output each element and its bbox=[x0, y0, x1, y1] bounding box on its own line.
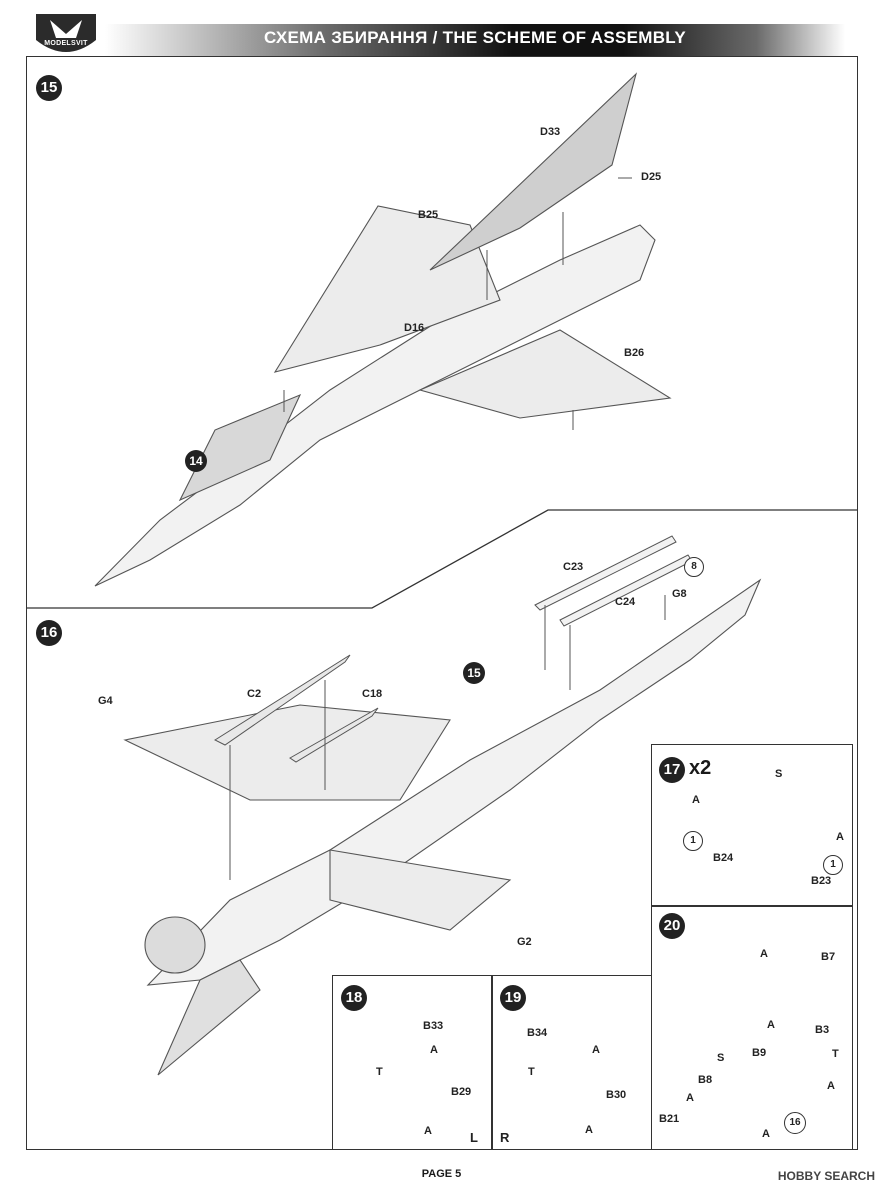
step-number: 20 bbox=[659, 913, 685, 939]
glue-mark: A bbox=[836, 831, 844, 843]
part-label: B29 bbox=[451, 1086, 472, 1098]
step-number: 17 bbox=[659, 757, 685, 783]
part-label: D25 bbox=[641, 171, 662, 183]
part-label: C18 bbox=[362, 688, 383, 700]
side-indicator: R bbox=[500, 1130, 510, 1145]
glue-mark: A bbox=[762, 1128, 770, 1140]
part-label: B23 bbox=[811, 875, 832, 887]
glue-mark: A bbox=[424, 1125, 432, 1137]
part-ref: 1 bbox=[823, 855, 843, 875]
page-title: СХЕМА ЗБИРАННЯ / THE SCHEME OF ASSEMBLY bbox=[263, 28, 687, 47]
part-label: B21 bbox=[659, 1113, 680, 1125]
glue-mark: A bbox=[767, 1019, 775, 1031]
side-indicator: L bbox=[470, 1130, 478, 1145]
glue-mark: A bbox=[760, 948, 768, 960]
watermark: HOBBY SEARCH bbox=[777, 1169, 875, 1183]
step15-aircraft bbox=[94, 72, 672, 587]
step-number: 16 bbox=[36, 620, 62, 646]
part-label: D33 bbox=[540, 126, 561, 138]
glue-mark: T bbox=[832, 1048, 839, 1060]
part-label: D16 bbox=[404, 322, 425, 334]
quantity-multiplier: x2 bbox=[689, 757, 712, 779]
step-number: 18 bbox=[341, 985, 367, 1011]
glue-mark: A bbox=[827, 1080, 835, 1092]
part-label: B7 bbox=[821, 951, 836, 963]
part-label: B33 bbox=[423, 1020, 444, 1032]
part-label: C23 bbox=[563, 561, 584, 573]
subassembly-ref: 15 bbox=[463, 662, 485, 684]
glue-mark: A bbox=[692, 794, 700, 806]
step-number: 19 bbox=[500, 985, 526, 1011]
part-label: B8 bbox=[698, 1074, 713, 1086]
step-number: 15 bbox=[36, 75, 62, 101]
subassembly-ref: 8 bbox=[684, 557, 704, 577]
part-ref: 1 bbox=[683, 831, 703, 851]
part-label: B3 bbox=[815, 1024, 830, 1036]
step20-panel bbox=[651, 906, 853, 1150]
glue-mark: A bbox=[592, 1044, 600, 1056]
glue-mark: A bbox=[585, 1124, 593, 1136]
part-label: B34 bbox=[527, 1027, 548, 1039]
glue-mark: T bbox=[376, 1066, 383, 1078]
glue-mark: A bbox=[686, 1092, 694, 1104]
part-label: S bbox=[775, 768, 783, 780]
page-number: PAGE 5 bbox=[421, 1168, 462, 1180]
part-label: G8 bbox=[672, 588, 687, 600]
glue-mark: T bbox=[528, 1066, 535, 1078]
step16-aircraft bbox=[123, 578, 762, 1076]
glue-mark: A bbox=[430, 1044, 438, 1056]
part-label: B30 bbox=[606, 1089, 627, 1101]
modelsvit-logo bbox=[36, 14, 96, 52]
part-label: B9 bbox=[752, 1047, 767, 1059]
part-label: C2 bbox=[247, 688, 262, 700]
part-ref: 16 bbox=[784, 1112, 806, 1134]
part-label: B25 bbox=[418, 209, 439, 221]
part-label: B26 bbox=[624, 347, 645, 359]
step-divider bbox=[27, 509, 857, 609]
brand-name: MODELSVIT bbox=[44, 40, 88, 47]
part-label: G2 bbox=[517, 936, 532, 948]
part-label: B24 bbox=[713, 852, 734, 864]
part-label: C24 bbox=[615, 596, 636, 608]
title-bar bbox=[105, 24, 845, 56]
part-label: G4 bbox=[98, 695, 113, 707]
glue-mark: S bbox=[717, 1052, 725, 1064]
subassembly-ref: 14 bbox=[185, 450, 207, 472]
